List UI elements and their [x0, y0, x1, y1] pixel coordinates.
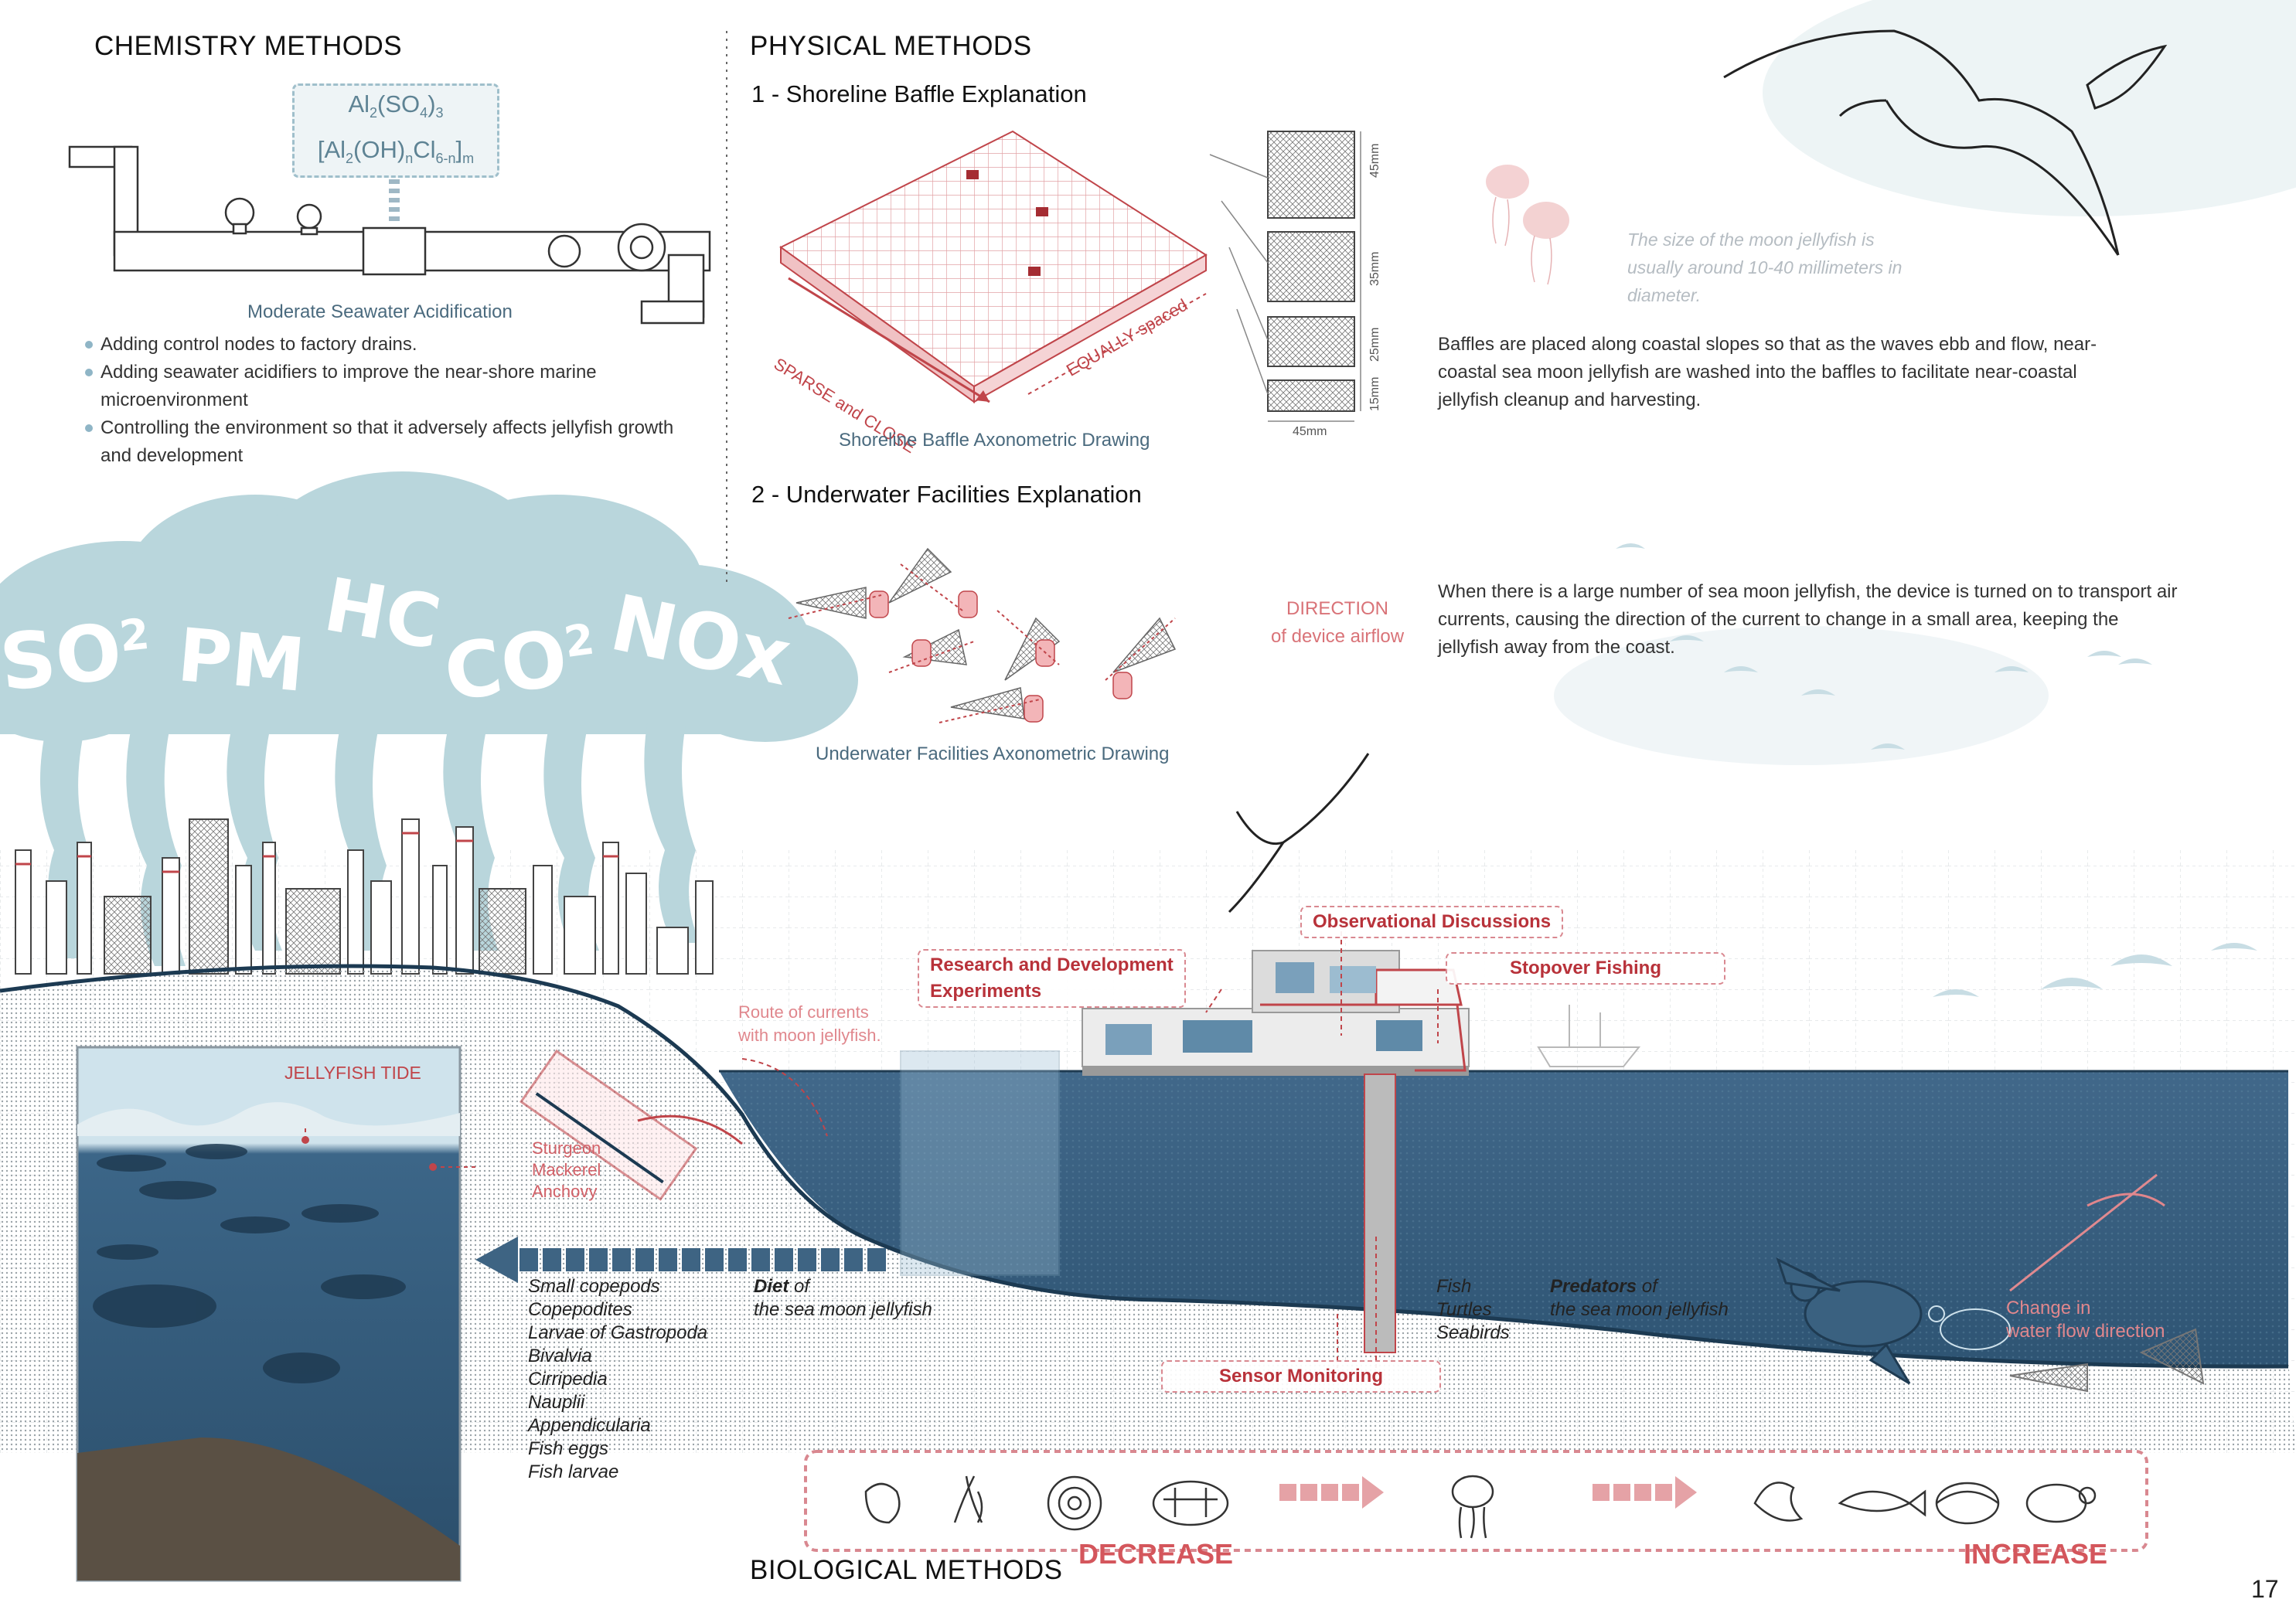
- jellyfish-size-note: The size of the moon jellyfish is usuall…: [1627, 230, 1903, 305]
- predator-item-1: Fish: [1436, 1276, 1472, 1297]
- diet-title-bold: Diet: [754, 1276, 789, 1297]
- so-subscript: 2: [117, 608, 152, 662]
- diet-item-2: Copepodites: [528, 1299, 632, 1320]
- diet-item-9: Fish larvae: [528, 1461, 619, 1482]
- chemistry-bullets: Adding control nodes to factory drains. …: [83, 331, 702, 470]
- baffle-caption: Shoreline Baffle Axonometric Drawing: [839, 430, 1150, 451]
- diet-title: Diet of the sea moon jellyfish: [754, 1275, 932, 1322]
- predator-title-rest: of: [1637, 1276, 1657, 1297]
- pollution-pm: PM: [174, 613, 308, 709]
- diet-title-line-2: the sea moon jellyfish: [754, 1299, 932, 1320]
- chemistry-bullet-3: Controlling the environment so that it a…: [83, 414, 702, 470]
- predator-item-2: Turtles: [1436, 1299, 1492, 1320]
- fish-labels: Sturgeon Mackerel Anchovy: [532, 1138, 601, 1203]
- increase-label: INCREASE: [1964, 1538, 2108, 1570]
- section2-title: 2 - Underwater Facilities Explanation: [751, 481, 1142, 508]
- co-text: CO: [438, 612, 573, 720]
- formula-line-2: [Al2(OH)nCl6-n]m: [317, 136, 475, 167]
- diet-item-4: Bivalvia: [528, 1346, 592, 1366]
- water-flow-label: Change in water flow direction: [2006, 1297, 2165, 1343]
- chemistry-bullet-1: Adding control nodes to factory drains.: [83, 331, 702, 359]
- diet-title-rest: of: [789, 1276, 810, 1297]
- tag-sensor-monitoring: Sensor Monitoring: [1161, 1360, 1441, 1393]
- decrease-label: DECREASE: [1078, 1538, 1234, 1570]
- diet-item-7: Appendicularia: [528, 1415, 651, 1436]
- diet-item-5: Cirripedia: [528, 1369, 608, 1390]
- fish-label-anchovy: Anchovy: [532, 1182, 598, 1201]
- section1-title: 1 - Shoreline Baffle Explanation: [751, 80, 1087, 107]
- fish-label-mackerel: Mackerel: [532, 1160, 601, 1179]
- dim-label-15: 15mm: [1368, 376, 1381, 411]
- pipe-caption: Moderate Seawater Acidification: [247, 301, 513, 322]
- tag-research-line-1: Research and Development: [930, 954, 1174, 975]
- diet-item-8: Fish eggs: [528, 1438, 609, 1459]
- so-text: SO: [0, 606, 126, 709]
- route-label: Route of currents with moon jellyfish.: [738, 1001, 881, 1047]
- predator-item-3: Seabirds: [1436, 1322, 1510, 1343]
- tag-research-line-2: Experiments: [930, 981, 1042, 1002]
- route-label-line-2: with moon jellyfish.: [738, 1026, 881, 1045]
- physical-heading: PHYSICAL METHODS: [750, 31, 1032, 61]
- route-label-line-1: Route of currents: [738, 1002, 869, 1022]
- page-number: 17: [2251, 1575, 2279, 1603]
- diet-item-1: Small copepods: [528, 1276, 660, 1297]
- predator-title-line-2: the sea moon jellyfish: [1550, 1299, 1729, 1320]
- dim-label-45: 45mm: [1368, 143, 1381, 178]
- formula-line-1: Al2(SO4)3: [348, 90, 444, 121]
- diet-list: Small copepods Copepodites Larvae of Gas…: [528, 1275, 707, 1484]
- airflow-label-line-1: DIRECTION: [1286, 598, 1388, 619]
- chemistry-bullet-2: Adding seawater acidifiers to improve th…: [83, 359, 702, 414]
- predator-title-bold: Predators: [1550, 1276, 1637, 1297]
- water-flow-line-1: Change in: [2006, 1298, 2091, 1318]
- dim-label-25: 25mm: [1368, 327, 1381, 362]
- pollution-so2: SO2: [0, 603, 155, 709]
- diet-item-3: Larvae of Gastropoda: [528, 1322, 708, 1343]
- tag-research-development: Research and Development Experiments: [918, 949, 1186, 1008]
- baffle-description: Baffles are placed along coastal slopes …: [1438, 334, 2097, 410]
- tag-observational-discussions: Observational Discussions: [1300, 906, 1564, 938]
- predator-list: Fish Turtles Seabirds: [1436, 1275, 1510, 1345]
- predator-title: Predators of the sea moon jellyfish: [1550, 1275, 1729, 1322]
- jellyfish-tide-label: JELLYFISH TIDE: [284, 1063, 421, 1083]
- formula-box: Al2(SO4)3 [Al2(OH)nCl6-n]m: [292, 83, 499, 178]
- diet-item-6: Nauplii: [528, 1392, 585, 1413]
- airflow-label-line-2: of device airflow: [1270, 626, 1405, 647]
- dim-label-35: 35mm: [1368, 251, 1381, 286]
- water-flow-line-2: water flow direction: [2006, 1321, 2165, 1342]
- airflow-label: DIRECTION of device airflow: [1260, 595, 1415, 651]
- biological-heading: BIOLOGICAL METHODS: [750, 1555, 1063, 1585]
- underwater-description: When there is a large number of sea moon…: [1438, 581, 2178, 658]
- tag-stopover-fishing: Stopover Fishing: [1446, 952, 1725, 985]
- chemistry-heading: CHEMISTRY METHODS: [94, 31, 403, 61]
- underwater-caption: Underwater Facilities Axonometric Drawin…: [816, 743, 1170, 764]
- fish-label-sturgeon: Sturgeon: [532, 1138, 601, 1158]
- dim-label-width: 45mm: [1293, 425, 1327, 438]
